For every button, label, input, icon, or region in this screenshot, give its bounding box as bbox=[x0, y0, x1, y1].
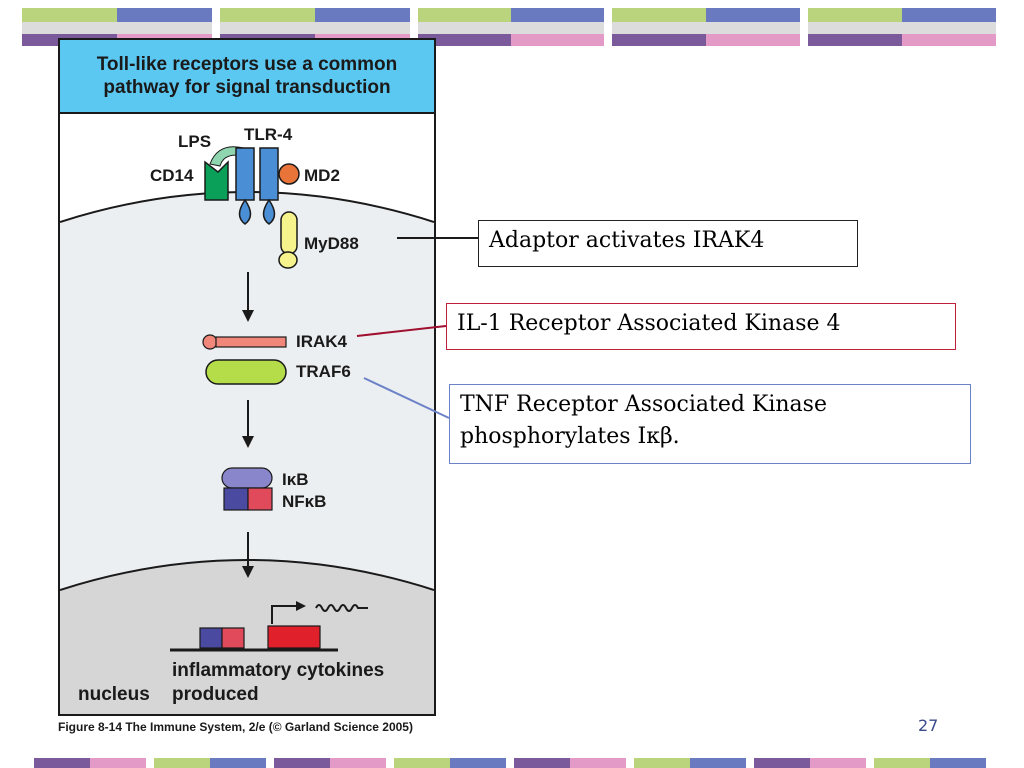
tir-domain bbox=[238, 198, 252, 225]
myd88-label: MyD88 bbox=[304, 234, 359, 253]
cd14-label: CD14 bbox=[150, 166, 194, 185]
nfkb-label: NFκB bbox=[282, 492, 327, 511]
figure-caption: Figure 8-14 The Immune System, 2/e (© Ga… bbox=[58, 720, 413, 734]
inflammatory-label: inflammatory cytokines bbox=[172, 660, 385, 681]
traf6-protein bbox=[205, 359, 287, 385]
figure-title-box: Toll-like receptors use a common pathway… bbox=[60, 40, 434, 114]
traf6-callout-line1: TNF Receptor Associated Kinase bbox=[460, 392, 827, 417]
nfkb-subunit bbox=[223, 487, 249, 511]
myd88-death-domain bbox=[278, 251, 298, 269]
myd88-protein bbox=[280, 211, 298, 255]
promoter-site bbox=[221, 627, 245, 649]
nucleus-region bbox=[60, 560, 434, 714]
ikb-protein bbox=[221, 467, 273, 489]
traf6-label: TRAF6 bbox=[296, 362, 351, 381]
traf6-callout-line2: phosphorylates Iκβ. bbox=[460, 424, 680, 449]
irak4-label: IRAK4 bbox=[296, 332, 348, 351]
page-number: 27 bbox=[918, 716, 939, 735]
mrna-transcript bbox=[315, 604, 368, 612]
adaptor-callout-text: Adaptor activates IRAK4 bbox=[489, 228, 765, 253]
irak4-callout-text: IL-1 Receptor Associated Kinase 4 bbox=[457, 311, 841, 336]
irak4-protein bbox=[215, 336, 287, 348]
cytokine-gene bbox=[267, 625, 321, 649]
arrow-head bbox=[242, 436, 254, 448]
cd14-receptor bbox=[204, 160, 229, 201]
produced-label: produced bbox=[172, 684, 259, 705]
figure-background bbox=[60, 146, 434, 714]
transcription-arrow bbox=[271, 605, 298, 624]
adaptor-callout: Adaptor activates IRAK4 bbox=[478, 220, 858, 267]
tlr4-label: TLR-4 bbox=[244, 125, 293, 144]
md2-label: MD2 bbox=[304, 166, 340, 185]
arrow-head bbox=[242, 310, 254, 322]
tir-domain bbox=[262, 198, 276, 225]
nfkb-subunit bbox=[247, 487, 273, 511]
md2-protein bbox=[278, 163, 300, 185]
transcription-arrow-head bbox=[296, 601, 306, 611]
tlr4-subunit bbox=[259, 147, 279, 201]
irak4-head bbox=[202, 334, 218, 350]
figure-title: Toll-like receptors use a common pathway… bbox=[96, 54, 398, 98]
deco-block bbox=[612, 8, 800, 48]
promoter-site bbox=[199, 627, 223, 649]
deco-block bbox=[808, 8, 996, 48]
lps-label: LPS bbox=[178, 132, 212, 151]
pathway-figure: Toll-like receptors use a common pathway… bbox=[58, 38, 436, 716]
deco-block bbox=[418, 8, 604, 48]
arrow-head bbox=[242, 566, 254, 578]
tlr4-subunit bbox=[235, 147, 255, 201]
traf6-callout: TNF Receptor Associated Kinase phosphory… bbox=[449, 384, 971, 464]
ikb-label: IκB bbox=[282, 470, 309, 489]
nucleus-label: nucleus bbox=[78, 684, 150, 705]
irak4-callout: IL-1 Receptor Associated Kinase 4 bbox=[446, 303, 956, 350]
